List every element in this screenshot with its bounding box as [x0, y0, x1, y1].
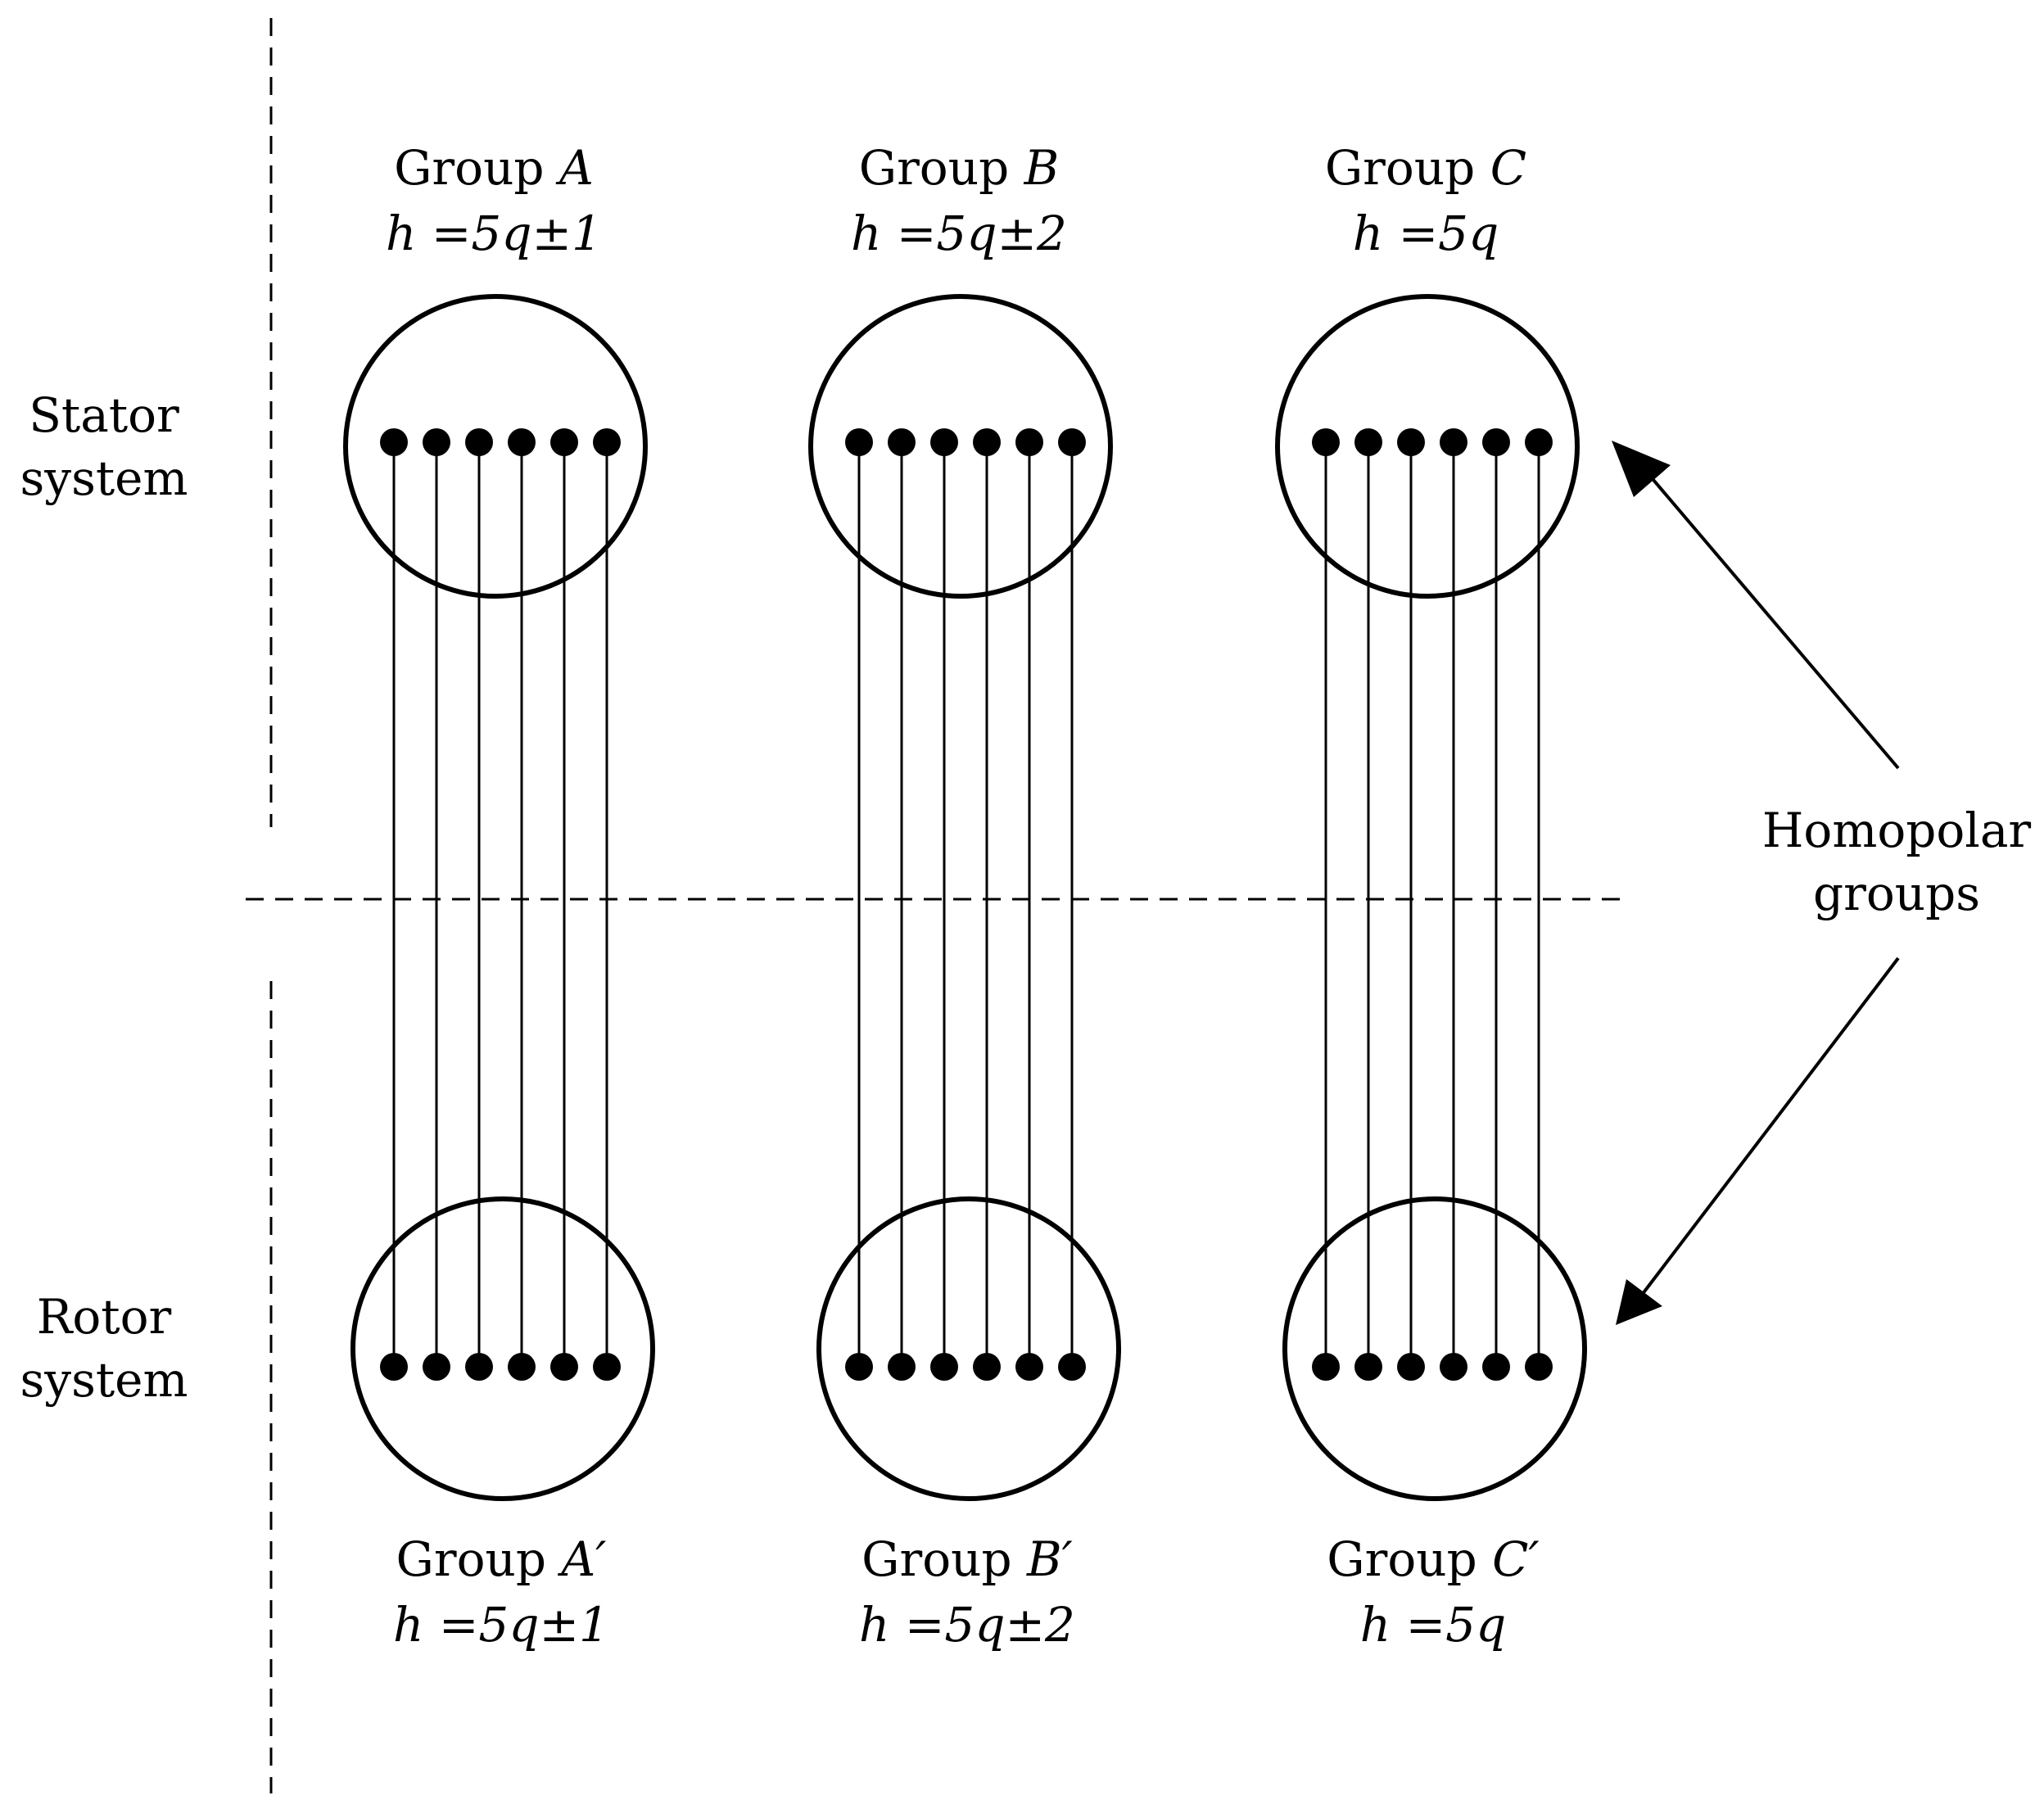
rotor-group-b-dot — [1015, 1353, 1043, 1381]
stator-group-b-dot — [1058, 428, 1086, 456]
stator-group-b-dot — [1015, 428, 1043, 456]
stator-group-a-dot — [423, 428, 450, 456]
stator-group-a-dot — [380, 428, 408, 456]
stator-group-c-circle — [1275, 294, 1580, 599]
stator-group-c-dot — [1354, 428, 1382, 456]
homopolar-arrow-down — [1616, 957, 1900, 1325]
stator-group-c-dot — [1440, 428, 1467, 456]
rotor-group-c-dot — [1312, 1353, 1340, 1381]
rotor-group-c-formula: h =5q — [1360, 1597, 1506, 1653]
rotor-group-a-dot — [550, 1353, 578, 1381]
rotor-group-a-dot — [465, 1353, 493, 1381]
rotor-group-b-dot — [845, 1353, 873, 1381]
homopolar-label-line1: Homopolar — [1762, 803, 2032, 858]
rotor-group-c-dot — [1440, 1353, 1467, 1381]
homopolar-label-line2: groups — [1813, 866, 1980, 921]
rotor-group-a-dot — [593, 1353, 621, 1381]
stator-group-c-dot — [1482, 428, 1510, 456]
stator-group-b-dot — [973, 428, 1001, 456]
rotor-group-c-circle — [1282, 1196, 1587, 1501]
stator-group-b-title: Group B — [859, 140, 1060, 196]
rotor-group-a-dot — [380, 1353, 408, 1381]
stator-group-c-dot — [1397, 428, 1425, 456]
rotor-group-b-title: Group B′ — [861, 1531, 1073, 1587]
stator-group-b-circle — [808, 294, 1113, 599]
rotor-group-a-title: Group A′ — [396, 1531, 607, 1587]
stator-group-a-formula: h =5q±1 — [386, 206, 602, 261]
rotor-group-a-circle — [350, 1196, 655, 1501]
stator-group-c-formula: h =5q — [1353, 206, 1499, 261]
rotor-group-b-dot — [888, 1353, 916, 1381]
rotor-group-c-dot — [1397, 1353, 1425, 1381]
rotor-group-c-dot — [1354, 1353, 1382, 1381]
rotor-group-b-dot — [930, 1353, 958, 1381]
stator-group-a-title: Group A — [394, 140, 594, 196]
stator-group-b-dot — [888, 428, 916, 456]
stator-group-c-dot — [1312, 428, 1340, 456]
rotor-label-line1: Rotor — [37, 1289, 172, 1345]
stator-label-line1: Stator — [29, 387, 179, 443]
stator-group-a-dot — [508, 428, 536, 456]
stator-group-a-dot — [465, 428, 493, 456]
stator-group-b-dot — [930, 428, 958, 456]
stator-group-a-dot — [550, 428, 578, 456]
stator-group-c-title: Group C — [1325, 140, 1526, 196]
rotor-group-a-formula: h =5q±1 — [393, 1597, 609, 1653]
rotor-group-c-title: Group C′ — [1327, 1531, 1539, 1587]
rotor-group-a-dot — [423, 1353, 450, 1381]
stator-label-line2: system — [20, 450, 188, 506]
homopolar-arrow-up — [1612, 441, 1900, 770]
stator-group-b-formula: h =5q±2 — [851, 206, 1067, 261]
rotor-label-line2: system — [20, 1352, 188, 1408]
rotor-group-b-circle — [816, 1196, 1121, 1501]
rotor-group-c-dot — [1525, 1353, 1553, 1381]
stator-group-b-dot — [845, 428, 873, 456]
stator-group-a-dot — [593, 428, 621, 456]
rotor-group-c-dot — [1482, 1353, 1510, 1381]
rotor-group-b-dot — [973, 1353, 1001, 1381]
rotor-group-a-dot — [508, 1353, 536, 1381]
stator-group-c-dot — [1525, 428, 1553, 456]
rotor-group-b-dot — [1058, 1353, 1086, 1381]
stator-group-a-circle — [343, 294, 648, 599]
rotor-group-b-formula: h =5q±2 — [859, 1597, 1075, 1653]
